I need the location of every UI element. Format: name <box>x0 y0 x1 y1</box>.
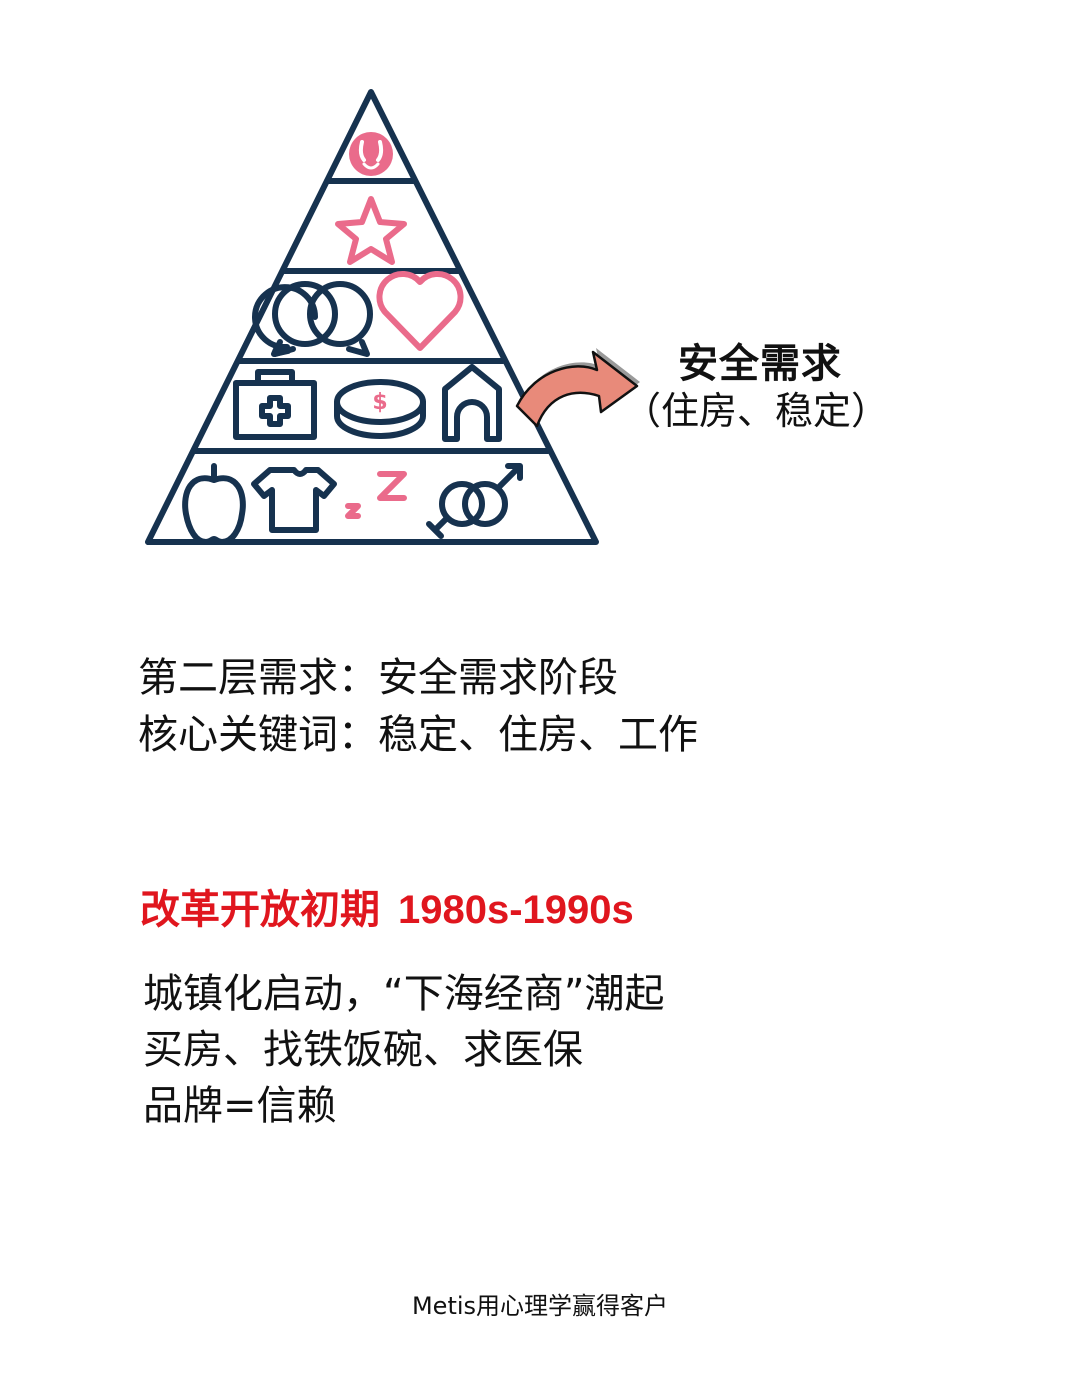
description-line: 买房、找铁饭碗、求医保 <box>143 1027 583 1073</box>
footer-credit: Metis用心理学赢得客户 <box>411 1292 669 1320</box>
gender-icon <box>426 463 523 539</box>
highlight-arrow-icon <box>505 340 640 440</box>
money-coin-icon: $ <box>334 379 426 439</box>
era-title: 改革开放初期 <box>140 887 380 933</box>
era-years: 1980s-1990s <box>398 888 634 932</box>
self-actualization-face-icon <box>349 132 393 176</box>
heart-icon <box>376 270 464 351</box>
era-heading: 改革开放初期 1980s-1990s <box>140 884 634 936</box>
star-icon <box>335 196 407 265</box>
pyramid-outline <box>145 89 599 545</box>
description-line: 品牌=信赖 <box>143 1083 337 1129</box>
callout-subtitle: （住房、稳定） <box>622 389 889 433</box>
house-icon <box>442 364 502 442</box>
sleep-zz-icon <box>345 471 407 519</box>
safety-need-callout: 安全需求 （住房、稳定） <box>623 340 890 434</box>
apple-icon <box>182 463 246 545</box>
tshirt-icon <box>251 467 337 533</box>
need-info: 第二层需求：安全需求阶段 核心关键词：稳定、住房、工作 <box>138 650 698 764</box>
callout-title: 安全需求 <box>678 341 842 387</box>
first-aid-kit-icon <box>233 369 317 440</box>
chat-bubbles-icon <box>252 281 373 357</box>
need-level-line: 第二层需求：安全需求阶段 <box>138 655 618 701</box>
era-description: 城镇化启动，“下海经商”潮起 买房、找铁饭碗、求医保 品牌=信赖 <box>143 966 664 1134</box>
keywords-line: 核心关键词：稳定、住房、工作 <box>138 712 698 758</box>
svg-text:$: $ <box>372 390 387 415</box>
maslow-pyramid: $ <box>140 84 610 554</box>
description-line: 城镇化启动，“下海经商”潮起 <box>143 971 665 1017</box>
